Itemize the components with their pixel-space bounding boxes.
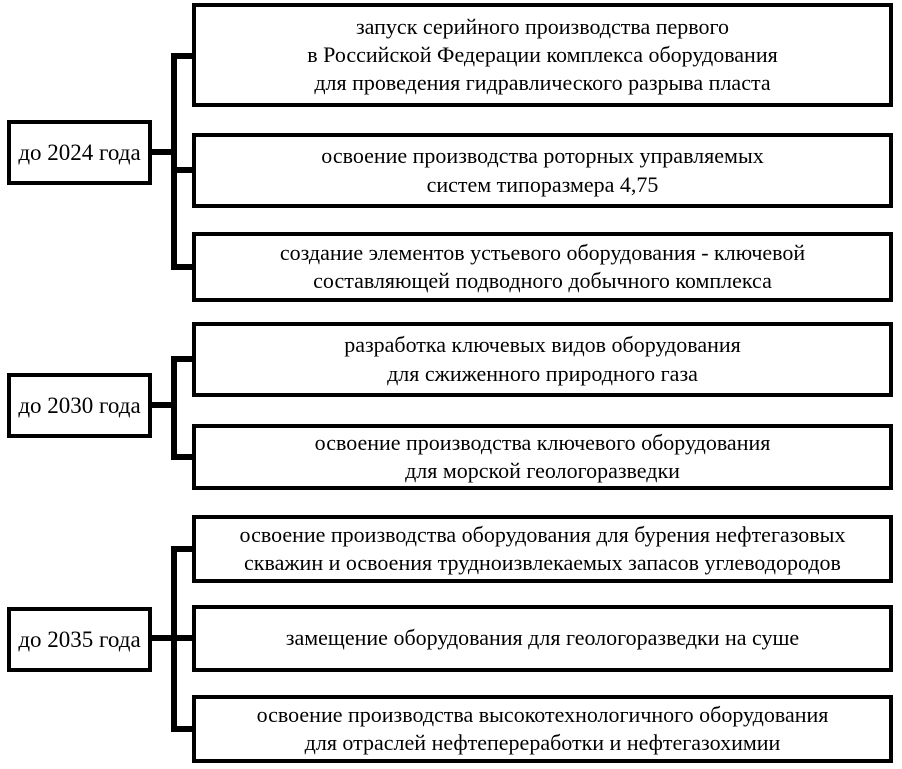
milestone-box-2035-3: освоение производства высокотехнологично…	[192, 695, 893, 763]
connector-stub-2035-2	[171, 635, 192, 641]
milestone-text: освоение производства высокотехнологично…	[256, 701, 829, 755]
milestone-text: освоение производства ключевого оборудов…	[314, 429, 771, 483]
milestone-box-2030-2: освоение производства ключевого оборудов…	[192, 424, 893, 490]
period-label: до 2030 года	[18, 392, 141, 418]
period-box-2024: до 2024 года	[7, 120, 152, 185]
milestone-box-2035-2: замещение оборудования для геологоразвед…	[192, 605, 893, 672]
milestone-box-2035-1: освоение производства оборудования для б…	[192, 515, 893, 583]
milestone-text: замещение оборудования для геологоразвед…	[285, 625, 800, 651]
connector-stub-2035-3	[171, 726, 192, 732]
milestone-text: разработка ключевых видов оборудования д…	[344, 332, 741, 386]
connector-period-2024	[152, 149, 177, 155]
milestone-box-2024-2: освоение производства роторных управляем…	[192, 133, 893, 208]
connector-period-2035	[152, 635, 177, 641]
milestone-text: освоение производства оборудования для б…	[239, 521, 846, 575]
connector-stub-2030-1	[171, 356, 192, 362]
period-box-2035: до 2035 года	[7, 607, 152, 672]
connector-stub-2024-1	[171, 53, 192, 59]
period-box-2030: до 2030 года	[7, 373, 152, 438]
milestone-box-2024-1: запуск серийного производства первого в …	[192, 3, 893, 107]
milestone-box-2030-1: разработка ключевых видов оборудования д…	[192, 322, 893, 397]
period-label: до 2035 года	[18, 626, 141, 652]
connector-period-2030	[150, 402, 177, 408]
milestone-box-2024-3: создание элементов устьевого оборудовани…	[192, 232, 893, 302]
milestone-text: освоение производства роторных управляем…	[321, 143, 764, 197]
period-label: до 2024 года	[18, 139, 141, 165]
connector-stub-2024-3	[171, 264, 192, 270]
milestone-text: запуск серийного производства первого в …	[307, 13, 778, 96]
connector-trunk-2024	[171, 53, 177, 270]
connector-stub-2030-2	[171, 454, 192, 460]
connector-stub-2024-2	[171, 167, 192, 173]
milestone-text: создание элементов устьевого оборудовани…	[279, 239, 806, 293]
connector-trunk-2030	[171, 356, 177, 460]
connector-stub-2035-1	[171, 546, 192, 552]
